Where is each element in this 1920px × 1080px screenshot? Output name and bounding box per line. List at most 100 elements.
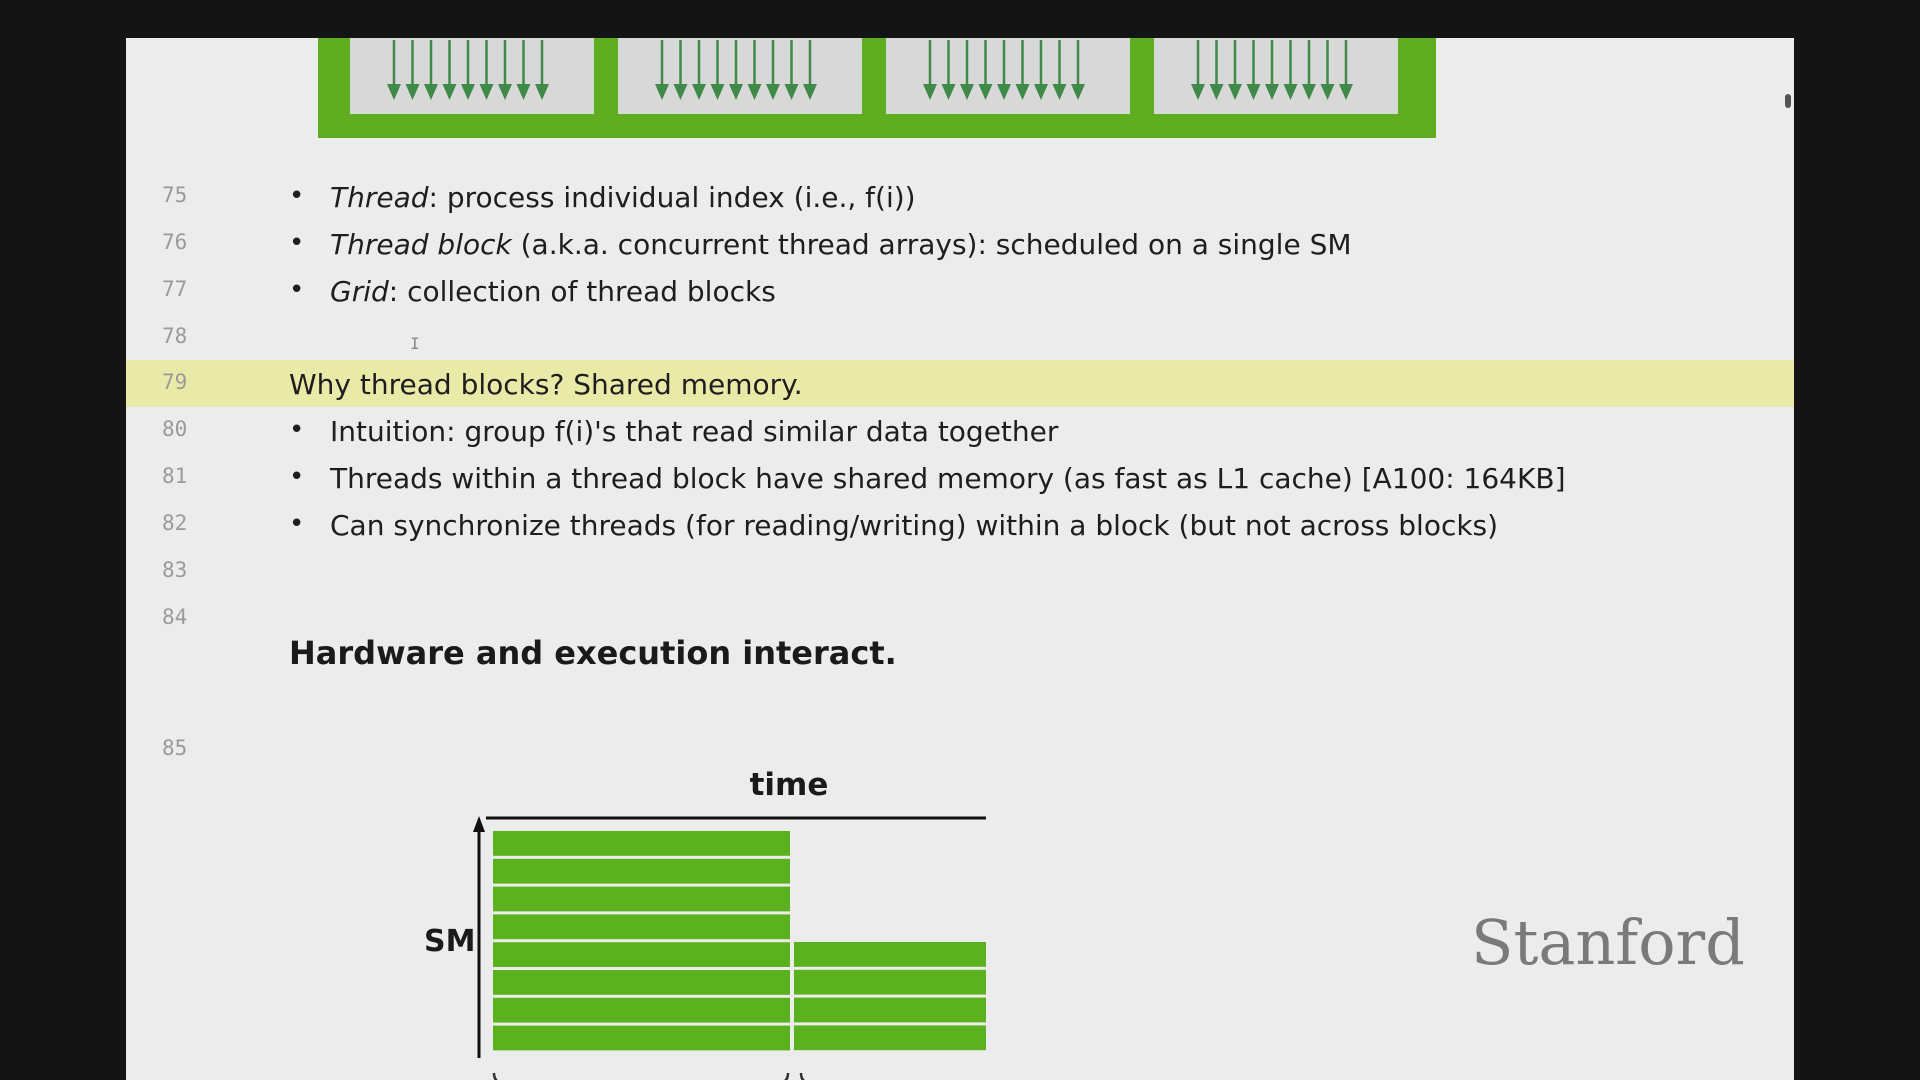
- arrow-down-icon: [1246, 84, 1261, 100]
- slide: 75 • Thread: process individual index (i.e…: [126, 38, 1794, 1080]
- arrow-down-icon: [923, 84, 937, 100]
- line-text: Intuition: group f(i)'s that read simila…: [330, 415, 1058, 448]
- arrow-down-icon: [442, 84, 457, 100]
- arrow-down-icon: [1034, 84, 1048, 100]
- wave0-bar: [493, 997, 790, 1023]
- thread-block-box: [886, 38, 1130, 114]
- arrow-down-icon: [387, 84, 401, 100]
- arrow-down-icon: [1191, 84, 1205, 100]
- arrow-down-icon: [535, 84, 549, 100]
- arrow-down-icon: [997, 84, 1011, 100]
- bullet-icon: •: [289, 228, 305, 258]
- arrow-down-icon: [941, 84, 956, 100]
- arrow-down-icon: [673, 84, 688, 100]
- arrow-down-icon: [978, 84, 993, 100]
- thread-arrows: [655, 40, 817, 100]
- thread-grid-diagram: [318, 38, 1436, 138]
- arrow-down-icon: [498, 84, 512, 100]
- arrow-down-icon: [710, 84, 725, 100]
- editor-line[interactable]: 84: [126, 595, 1794, 642]
- editor-line[interactable]: 75 • Thread: process individual index (i.e…: [126, 173, 1794, 220]
- editor-line-highlighted[interactable]: 79 Why thread blocks? Shared memory.: [126, 360, 1794, 407]
- thread-block-box: [618, 38, 862, 114]
- editor-line[interactable]: 80 • Intuition: group f(i)'s that read sim…: [126, 407, 1794, 454]
- thread-block-box: [1154, 38, 1398, 114]
- line-text: Why thread blocks? Shared memory.: [289, 368, 803, 401]
- arrow-down-icon: [960, 84, 974, 100]
- line-body: : process individual index (i.e., f(i)): [428, 181, 916, 214]
- line-number: 80: [162, 417, 188, 441]
- bullet-icon: •: [289, 509, 305, 539]
- wave0-bar: [493, 858, 790, 884]
- editor-line[interactable]: 78: [126, 314, 1794, 361]
- editor-line[interactable]: 76 • Thread block (a.k.a. concurrent threa…: [126, 220, 1794, 267]
- arrow-down-icon: [461, 84, 475, 100]
- line-number: 75: [162, 183, 188, 207]
- thread-block-box: [350, 38, 594, 114]
- editor-line[interactable]: 82 • Can synchronize threads (for reading/…: [126, 501, 1794, 548]
- line-number: 77: [162, 277, 188, 301]
- wave1-bar: [794, 1025, 986, 1051]
- editor-line[interactable]: 77 • Grid: collection of thread blocks: [126, 267, 1794, 314]
- arrow-down-icon: [479, 84, 494, 100]
- line-number: 76: [162, 230, 188, 254]
- line-number: 79: [162, 370, 188, 394]
- arrow-down-icon: [766, 84, 780, 100]
- arrow-down-icon: [516, 84, 531, 100]
- line-number: 83: [162, 558, 188, 582]
- thread-arrows: [1191, 40, 1353, 100]
- thread-arrows: [387, 40, 549, 100]
- line-text: Can synchronize threads (for reading/wri…: [330, 509, 1498, 542]
- arrow-down-icon: [405, 84, 420, 100]
- wave0-bar: [493, 942, 790, 967]
- term-emphasis: Thread: [330, 181, 429, 214]
- line-number: 78: [162, 324, 188, 348]
- arrow-down-icon: [1209, 84, 1224, 100]
- arrow-up-icon: [473, 816, 485, 832]
- line-text: Thread block (a.k.a. concurrent thread a…: [330, 228, 1352, 261]
- arrow-down-icon: [803, 84, 817, 100]
- sm-label: SM: [424, 924, 475, 959]
- arrow-down-icon: [729, 84, 743, 100]
- bullet-icon: •: [289, 275, 305, 305]
- bullet-icon: •: [289, 181, 305, 211]
- wave0-brace: [492, 1072, 790, 1080]
- arrow-down-icon: [1320, 84, 1335, 100]
- line-number: 81: [162, 464, 188, 488]
- wave0-bar: [493, 886, 790, 912]
- term-emphasis: Grid: [330, 275, 389, 308]
- line-body: Threads within a thread block have share…: [330, 462, 1566, 495]
- arrow-down-icon: [1339, 84, 1353, 100]
- line-body: Why thread blocks? Shared memory.: [289, 368, 803, 401]
- wave1-bar: [794, 969, 986, 995]
- editor-line[interactable]: 81 • Threads within a thread block have sh…: [126, 454, 1794, 501]
- arrow-down-icon: [1071, 84, 1085, 100]
- term-emphasis: Thread block: [330, 228, 512, 261]
- line-text: Threads within a thread block have share…: [330, 462, 1566, 495]
- line-body: (a.k.a. concurrent thread arrays): sched…: [511, 228, 1352, 261]
- arrow-down-icon: [655, 84, 669, 100]
- line-body: Can synchronize threads (for reading/wri…: [330, 509, 1499, 542]
- line-text: Thread: process individual index (i.e., …: [330, 181, 916, 214]
- line-body: : collection of thread blocks: [388, 275, 776, 308]
- wave0-bar: [493, 970, 790, 995]
- wave1-bar: [794, 942, 986, 967]
- arrow-down-icon: [1052, 84, 1067, 100]
- line-text: Grid: collection of thread blocks: [330, 275, 776, 308]
- line-number: 82: [162, 511, 188, 535]
- editor-line: 85: [126, 726, 1794, 773]
- line-number: 84: [162, 605, 188, 629]
- arrow-down-icon: [692, 84, 706, 100]
- wave-execution-diagram: timeSMwave 01 (tail): [424, 767, 986, 1080]
- wave0-bar: [493, 831, 790, 856]
- bullet-icon: •: [289, 462, 305, 492]
- wave0-bar: [493, 1025, 790, 1051]
- bullet-icon: •: [289, 415, 305, 445]
- text-cursor-icon: I: [410, 334, 420, 353]
- wave1-brace: [799, 1072, 805, 1080]
- arrow-down-icon: [747, 84, 762, 100]
- arrow-down-icon: [424, 84, 438, 100]
- scrollbar-thumb[interactable]: [1785, 94, 1791, 108]
- wave1-bar: [794, 997, 986, 1023]
- editor-line[interactable]: 83: [126, 548, 1794, 595]
